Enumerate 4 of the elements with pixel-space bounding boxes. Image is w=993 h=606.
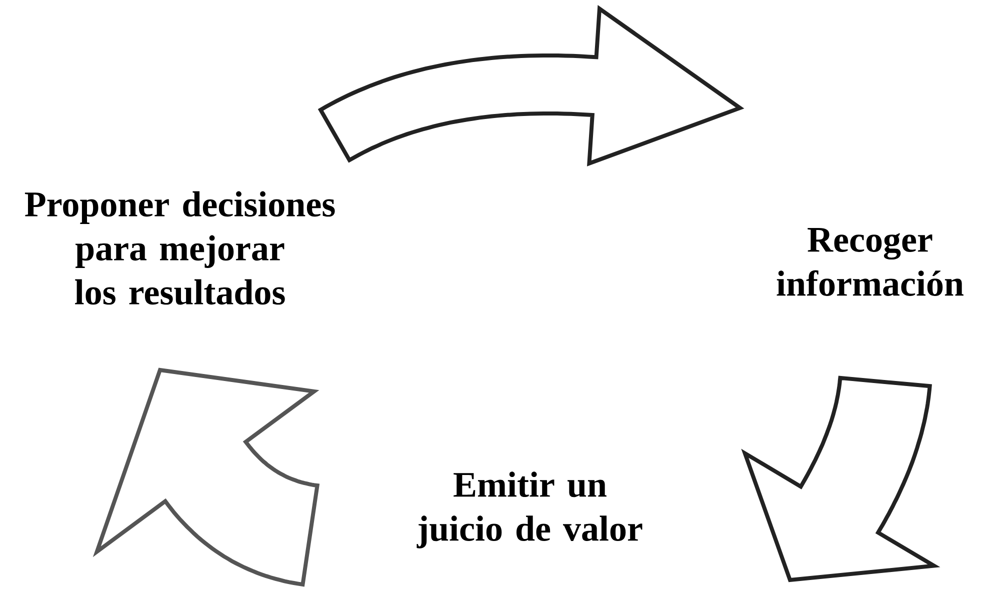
step-label: Emitir un juicio de valor <box>416 472 642 548</box>
block-arrow <box>741 376 940 582</box>
step-label: Recoger información <box>776 228 964 296</box>
step-label: Proponer decisiones para mejorar los resultados <box>24 191 335 305</box>
